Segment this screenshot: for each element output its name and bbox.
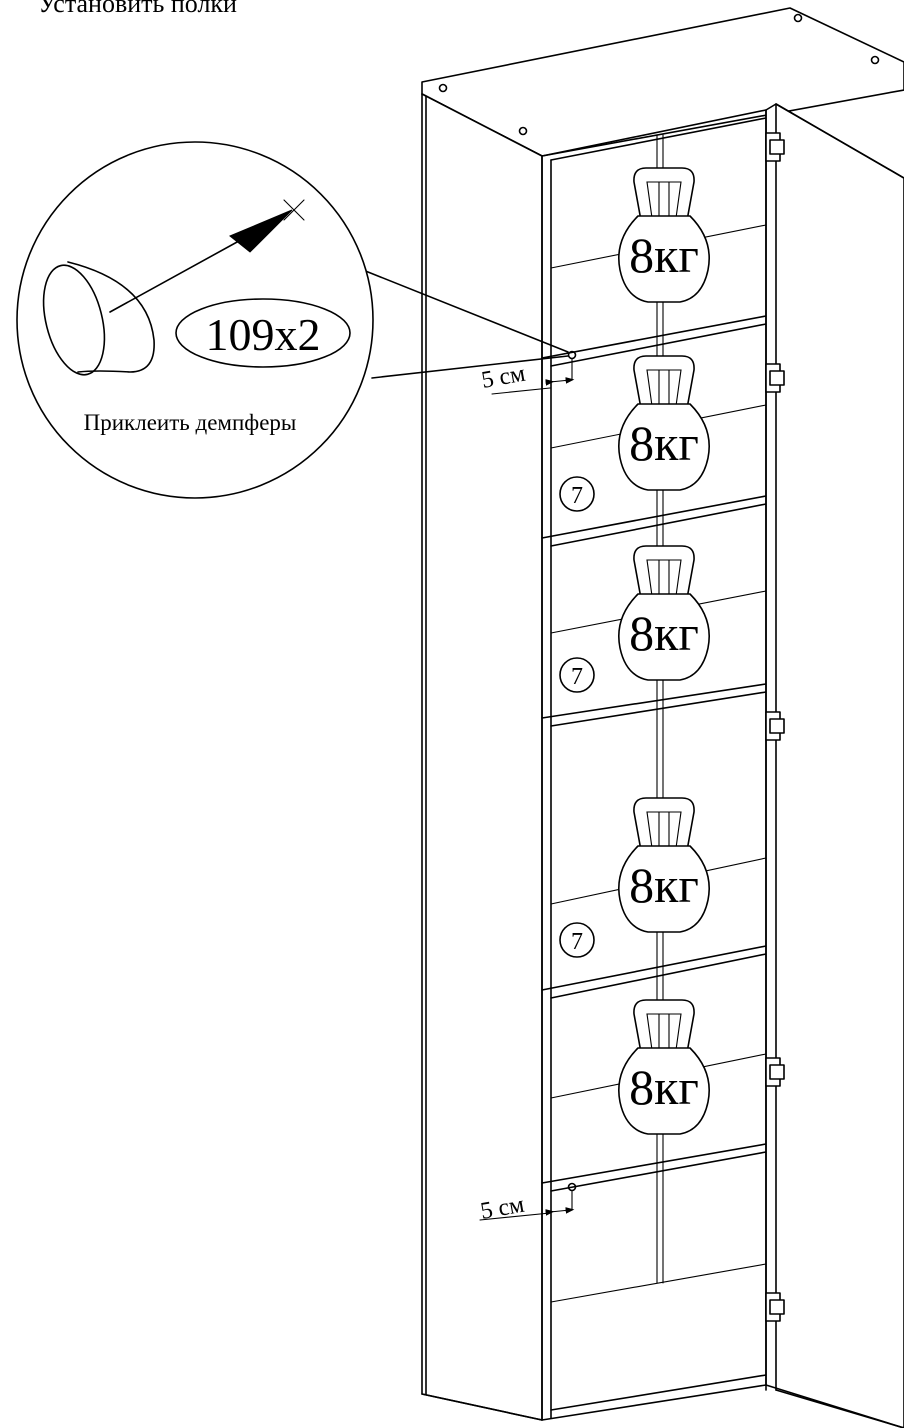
part-number: 7 [571, 929, 583, 955]
weight-icon: 8кг [617, 167, 711, 303]
page-title: Установить полки [38, 0, 237, 18]
weight-icon: 8кг [617, 999, 711, 1135]
instruction-text: Приклеить демпферы [84, 410, 297, 435]
hinges [765, 132, 785, 1322]
quantity-label: 109x2 [206, 309, 321, 360]
weight-label: 8кг [629, 415, 699, 471]
hinge [765, 363, 785, 393]
weight-label: 8кг [629, 1059, 699, 1115]
detail-callout: 109x2 Приклеить демпферы [16, 141, 569, 499]
shelves [541, 224, 767, 1303]
part-number-badge: 7 [559, 922, 595, 958]
hinge [765, 711, 785, 741]
part-number-badge: 7 [559, 657, 595, 693]
weight-label: 8кг [629, 227, 699, 283]
hinge [765, 1057, 785, 1087]
part-number: 7 [571, 483, 583, 509]
weight-label: 8кг [629, 857, 699, 913]
hinge [765, 1292, 785, 1322]
part-number: 7 [571, 664, 583, 690]
weight-icon: 8кг [617, 545, 711, 681]
door [765, 103, 904, 1428]
part-number-badge: 7 [559, 476, 595, 512]
quantity-oval [175, 298, 351, 368]
weight-icon: 8кг [617, 797, 711, 933]
weight-label: 8кг [629, 605, 699, 661]
hinge [765, 132, 785, 162]
weight-icon: 8кг [617, 355, 711, 491]
